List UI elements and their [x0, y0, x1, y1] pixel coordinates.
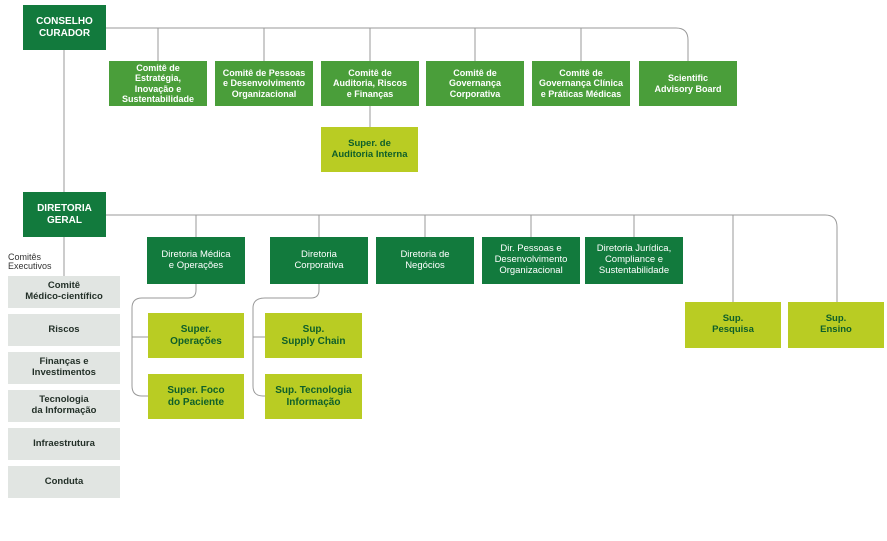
super-operacoes-box: Super. Operações [148, 313, 244, 358]
diretoria-negocios-box: Diretoria de Negócios [376, 237, 474, 284]
committee-auditoria-box: Comitê de Auditoria, Riscos e Finanças [321, 61, 419, 106]
comites-executivos-label: Comitês Executivos [8, 252, 52, 272]
exec-medico-cientifico-box: Comitê Médico-científico [8, 276, 120, 308]
general-bus-line [106, 214, 838, 302]
medical-bracket-line [131, 284, 197, 397]
exec-infraestrutura-box: Infraestrutura [8, 428, 120, 460]
sup-supply-chain-box: Sup. Supply Chain [265, 313, 362, 358]
committee-pessoas-box: Comitê de Pessoas e Desenvolvimento Orga… [215, 61, 313, 106]
committee-estrategia-box: Comitê de Estratégia, Inovação e Sustent… [109, 61, 207, 106]
sup-pesquisa-box: Sup. Pesquisa [685, 302, 781, 348]
auditoria-interna-box: Super. de Auditoria Interna [321, 127, 418, 172]
committee-clinica-box: Comitê de Governança Clínica e Práticas … [532, 61, 630, 106]
diretoria-medica-box: Diretoria Médica e Operações [147, 237, 245, 284]
conselho-curador-box: CONSELHO CURADOR [23, 5, 106, 50]
board-bus-line [106, 27, 689, 61]
committee-governanca-box: Comitê de Governança Corporativa [426, 61, 524, 106]
corporate-bracket-line [252, 284, 320, 397]
exec-riscos-box: Riscos [8, 314, 120, 346]
exec-conduta-box: Conduta [8, 466, 120, 498]
diretoria-geral-box: DIRETORIA GERAL [23, 192, 106, 237]
sup-ensino-box: Sup. Ensino [788, 302, 884, 348]
exec-tecnologia-box: Tecnologia da Informação [8, 390, 120, 422]
super-foco-paciente-box: Super. Foco do Paciente [148, 374, 244, 419]
exec-financas-box: Finanças e Investimentos [8, 352, 120, 384]
diretoria-juridica-box: Diretoria Jurídica, Compliance e Sustent… [585, 237, 683, 284]
sup-tecnologia-informacao-box: Sup. Tecnologia Informação [265, 374, 362, 419]
dir-pessoas-box: Dir. Pessoas e Desenvolvimento Organizac… [482, 237, 580, 284]
scientific-advisory-box: Scientific Advisory Board [639, 61, 737, 106]
diretoria-corporativa-box: Diretoria Corporativa [270, 237, 368, 284]
